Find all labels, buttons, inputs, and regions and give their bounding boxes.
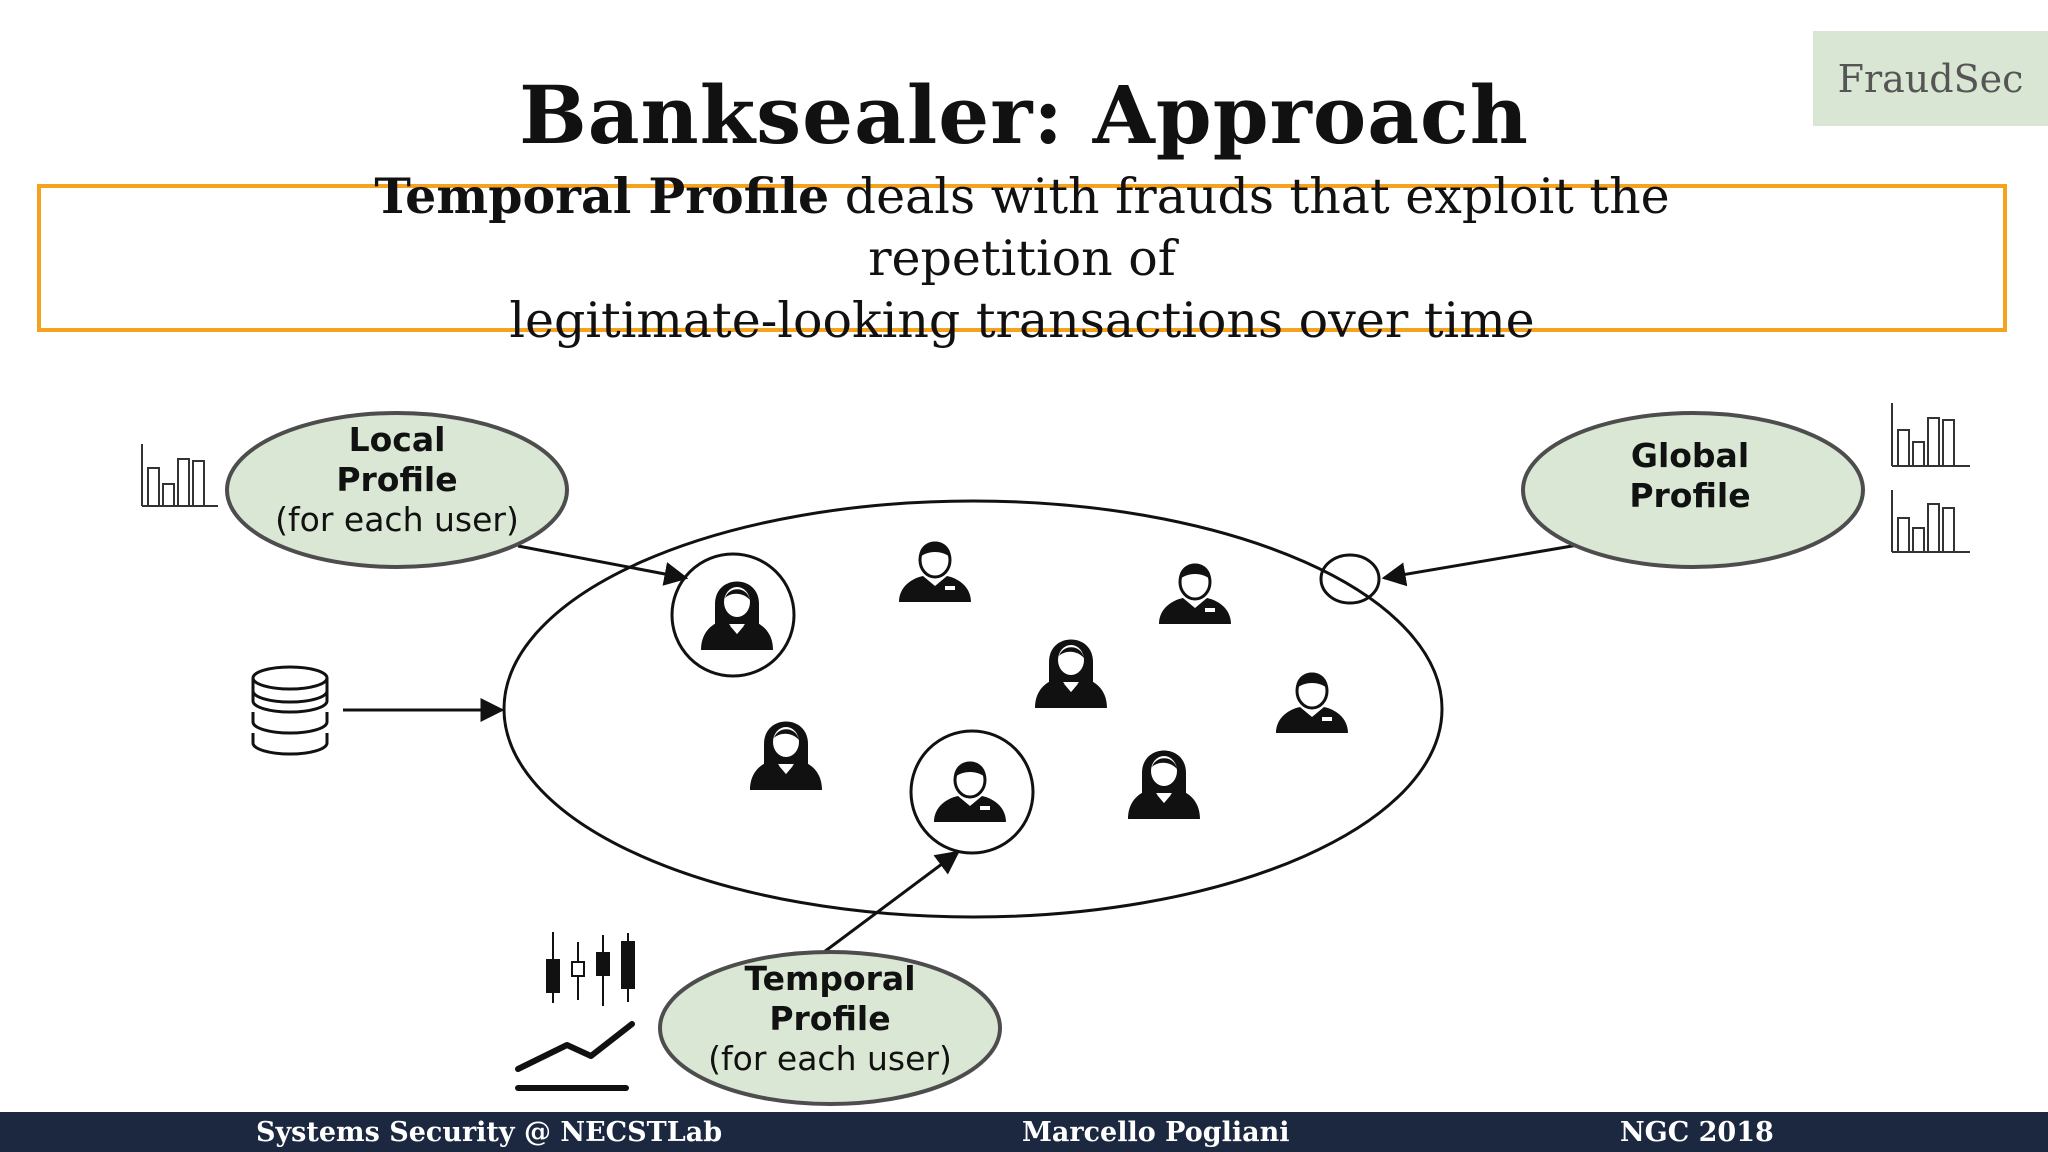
line-trend-icon <box>515 1021 635 1091</box>
callout-text: Temporal Profile deals with frauds that … <box>272 165 1772 352</box>
temporal-profile-label-2: Profile <box>769 999 890 1038</box>
footer-bar: Systems Security @ NECSTLab Marcello Pog… <box>0 1112 2048 1152</box>
temporal-profile-arrow <box>823 850 960 954</box>
user-female-icon <box>750 721 822 790</box>
local-profile-label-1: Local <box>349 420 446 459</box>
bar-chart-icon <box>1891 490 1970 553</box>
user-male-icon <box>1274 671 1350 735</box>
temporal-profile-label-3: (for each user) <box>708 1039 952 1078</box>
user-male-icon <box>897 540 973 604</box>
user-female-icon <box>1035 639 1107 708</box>
bar-chart-icon <box>1891 403 1970 467</box>
fraudsec-badge: FraudSec <box>1813 31 2048 126</box>
callout-bold-term: Temporal Profile <box>374 166 830 225</box>
local-profile-node: Local Profile (for each user) <box>225 411 569 569</box>
user-male-icon <box>909 729 1035 855</box>
global-target-circle <box>1319 553 1381 605</box>
local-profile-arrow <box>517 544 689 586</box>
slide-title: Banksealer: Approach <box>519 68 1529 162</box>
callout-box: Temporal Profile deals with frauds that … <box>37 167 2007 349</box>
user-female-icon <box>670 552 796 678</box>
global-profile-node: Global Profile <box>1521 411 1865 569</box>
callout-line-1: deals with frauds that exploit the repet… <box>829 167 1670 287</box>
global-profile-arrow <box>1381 543 1579 587</box>
footer-left: Systems Security @ NECSTLab <box>256 1117 723 1148</box>
candlestick-chart-icon <box>546 932 635 1006</box>
footer-center: Marcello Pogliani <box>1022 1117 1290 1148</box>
local-profile-label-3: (for each user) <box>275 500 519 539</box>
temporal-profile-node: Temporal Profile (for each user) <box>658 950 1002 1106</box>
global-profile-label-1: Global <box>1631 436 1749 475</box>
bar-chart-icon <box>141 444 218 507</box>
footer-right: NGC 2018 <box>1620 1117 1774 1148</box>
user-female-icon <box>1128 750 1200 819</box>
user-male-icon <box>1157 562 1233 626</box>
callout-line-2: legitimate-looking transactions over tim… <box>509 291 1535 349</box>
temporal-profile-label-1: Temporal <box>744 959 915 998</box>
database-icon <box>251 665 329 756</box>
global-profile-label-2: Profile <box>1629 476 1750 515</box>
local-profile-label-2: Profile <box>336 460 457 499</box>
